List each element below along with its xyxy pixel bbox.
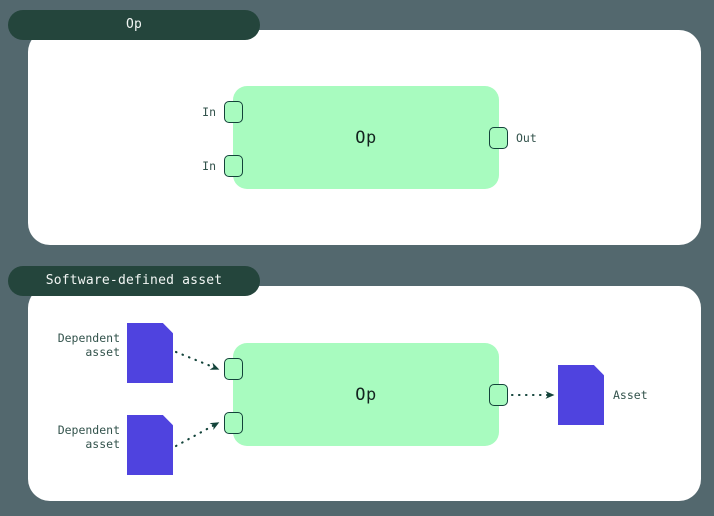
sda-op-node-label: Op xyxy=(355,384,377,405)
software-defined-asset-panel-tab[interactable]: Software-defined asset xyxy=(8,266,260,296)
sda-input-port-2[interactable] xyxy=(224,412,243,434)
op-input-label-1: In xyxy=(202,105,216,119)
dependent-asset-label-1: Dependent asset xyxy=(57,331,120,359)
op-node[interactable]: Op xyxy=(233,86,499,189)
op-node-label: Op xyxy=(355,127,377,148)
op-input-port-2[interactable] xyxy=(224,155,243,177)
sda-input-port-1[interactable] xyxy=(224,358,243,380)
dependent-asset-icon-1[interactable] xyxy=(127,323,173,383)
sda-op-node[interactable]: Op xyxy=(233,343,499,446)
op-input-label-2: In xyxy=(202,159,216,173)
output-asset-label: Asset xyxy=(613,388,648,402)
output-asset-icon[interactable] xyxy=(558,365,604,425)
dependent-asset-label-2: Dependent asset xyxy=(57,423,120,451)
op-panel-tab[interactable]: Op xyxy=(8,10,260,40)
op-input-port-1[interactable] xyxy=(224,101,243,123)
op-output-label-1: Out xyxy=(516,131,537,145)
sda-output-port-1[interactable] xyxy=(489,384,508,406)
dependent-asset-icon-2[interactable] xyxy=(127,415,173,475)
op-output-port-1[interactable] xyxy=(489,127,508,149)
